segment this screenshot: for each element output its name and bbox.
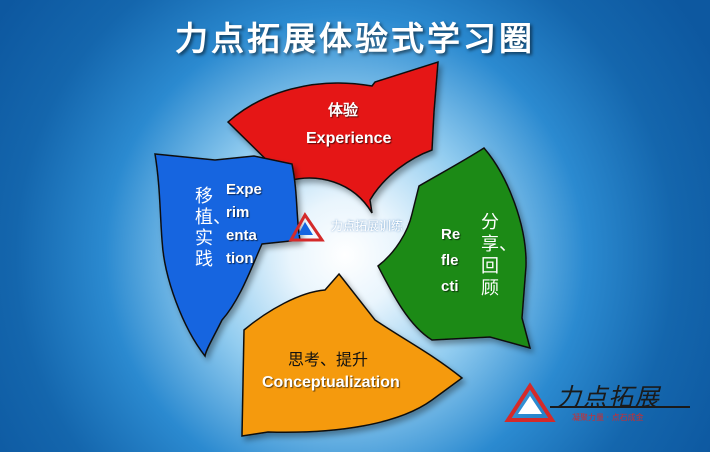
experimentation-en-line: rim [226, 204, 250, 221]
reflection-arrow [377, 147, 532, 350]
experimentation-en-line: tion [226, 250, 254, 267]
reflection-cn-label: 分享、回顾 [481, 212, 517, 299]
brand-name: 力点拓展 [556, 383, 661, 412]
experimentation-en-label: Expe rim enta tion [226, 178, 262, 270]
center-watermark-text: 力点拓展训练 [331, 219, 404, 233]
brand-logo-icon [504, 382, 556, 422]
brand-slogan: 凝聚力量 · 点石成金 [572, 413, 644, 422]
reflection-en-line: cti [441, 278, 459, 295]
experimentation-en-line: enta [226, 227, 257, 244]
page-title: 力点拓展体验式学习圈 [175, 19, 535, 58]
experimentation-cn-label: 移植、实践 [195, 186, 231, 270]
center-logo-icon [288, 212, 325, 242]
experimentation-en-line: Expe [226, 181, 262, 198]
experience-cn-label: 体验 [328, 101, 359, 119]
reflection-en-line: fle [441, 252, 459, 269]
experimentation-arrow [154, 153, 301, 358]
brand-divider [550, 406, 690, 408]
experience-en-label: Experience [306, 130, 392, 147]
experience-arrow [226, 60, 439, 214]
conceptualization-cn-label: 思考、提升 [288, 350, 369, 369]
conceptualization-arrow [241, 272, 464, 437]
reflection-en-line: Re [441, 226, 461, 243]
conceptualization-en-label: Conceptualization [262, 374, 400, 391]
reflection-en-label: Re fle cti [441, 222, 471, 300]
